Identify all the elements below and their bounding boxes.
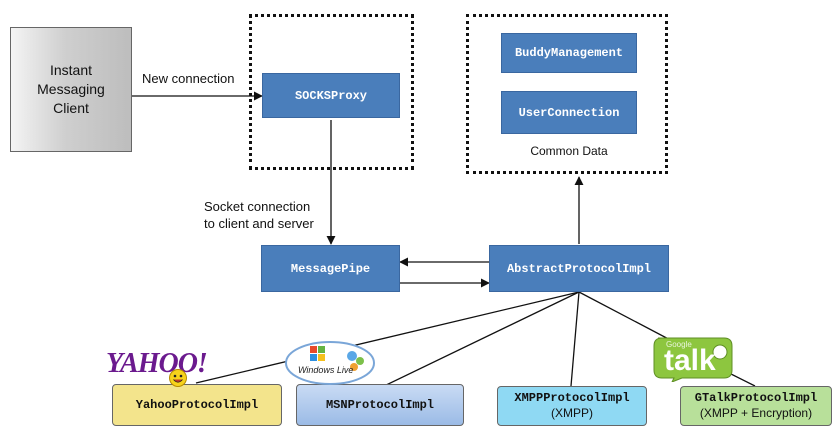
gtalk-protocol-box: GTalkProtocolImpl (XMPP + Encryption)	[680, 386, 832, 426]
windows-live-text: Windows Live	[298, 365, 354, 375]
yahoo-logo-text: YAHOO!	[106, 348, 208, 379]
xmpp-protocol-box: XMPPProtocolImpl (XMPP)	[497, 386, 647, 426]
google-talk-logo-icon: Google talk	[652, 336, 734, 382]
xmpp-protocol-label: XMPPProtocolImpl	[514, 391, 630, 405]
user-connection-box: UserConnection	[501, 91, 637, 134]
gtalk-protocol-label: GTalkProtocolImpl	[694, 391, 818, 405]
buddy-management-label: BuddyManagement	[514, 46, 624, 60]
abstract-protocol-box: AbstractProtocolImpl	[489, 245, 669, 292]
socket-connection-line1: Socket connection	[204, 199, 311, 214]
yahoo-logo-icon: YAHOO!	[104, 346, 208, 388]
edge-to-gtalk	[578, 291, 679, 345]
yahoo-protocol-box: YahooProtocolImpl	[112, 384, 282, 426]
instant-messaging-client: Instant Messaging Client	[10, 27, 132, 152]
buddy-management-box: BuddyManagement	[501, 33, 637, 73]
user-connection-label: UserConnection	[518, 105, 620, 120]
common-data-caption: Common Data	[530, 144, 608, 158]
windows-live-logo-icon: Windows Live	[284, 340, 376, 386]
socks-proxy-label: SOCKSProxy	[294, 88, 367, 103]
common-data-container	[466, 14, 668, 174]
gtalk-protocol-sub: (XMPP + Encryption)	[699, 406, 813, 420]
msn-protocol-label: MSNProtocolImpl	[325, 397, 435, 412]
abstract-protocol-label: AbstractProtocolImpl	[506, 261, 652, 276]
proxy-container	[249, 14, 414, 170]
message-pipe-box: MessagePipe	[261, 245, 400, 292]
gtalk-logo-small: Google	[666, 340, 692, 349]
msn-protocol-box: MSNProtocolImpl	[296, 384, 464, 426]
socket-connection-label: Socket connection to client and server	[204, 198, 314, 232]
new-connection-label: New connection	[142, 71, 235, 86]
xmpp-protocol-sub: (XMPP)	[551, 406, 593, 420]
yahoo-protocol-label: YahooProtocolImpl	[135, 397, 259, 412]
gtalk-logo-text: talk	[664, 344, 716, 377]
edge-to-msn	[379, 291, 580, 389]
client-label: Instant Messaging Client	[37, 62, 105, 116]
yahoo-smiley-icon	[169, 369, 187, 387]
edge-to-xmpp	[570, 291, 580, 387]
edge-to-yahoo	[195, 291, 580, 384]
message-pipe-label: MessagePipe	[290, 261, 371, 276]
socket-connection-line2: to client and server	[204, 216, 314, 231]
socks-proxy-box: SOCKSProxy	[262, 73, 400, 118]
